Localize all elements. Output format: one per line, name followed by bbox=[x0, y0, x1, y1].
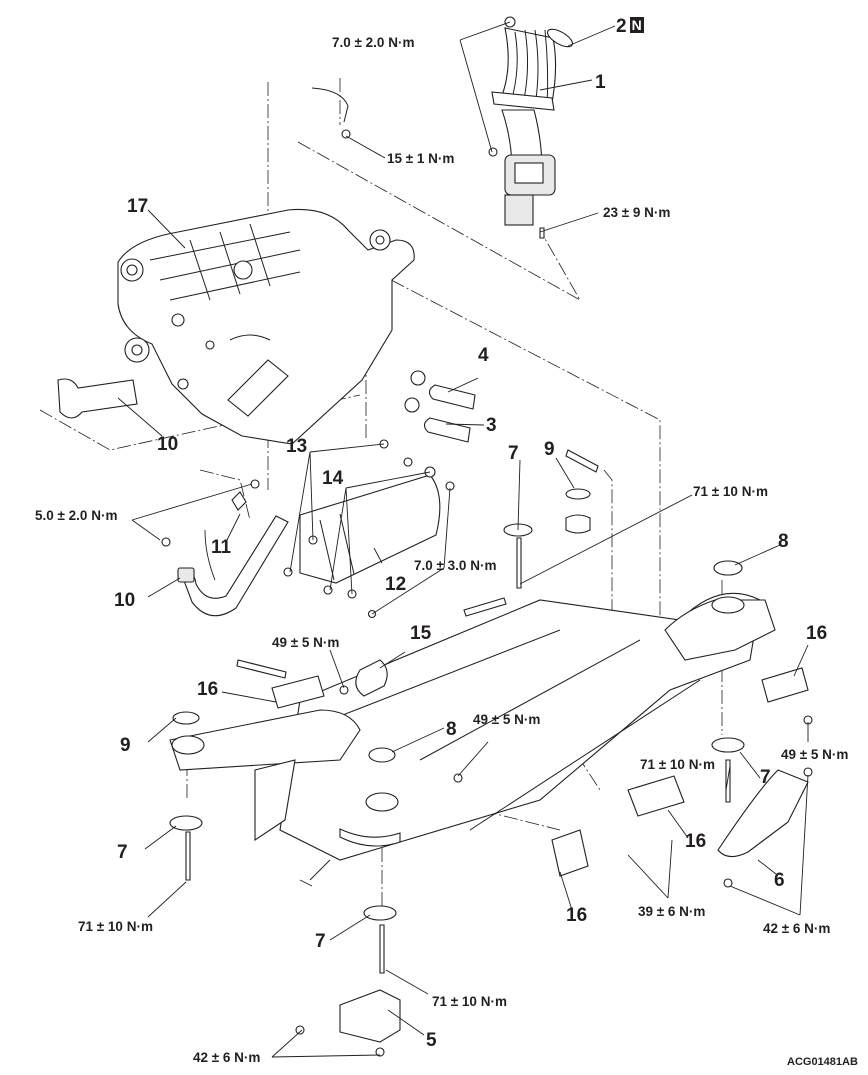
callout-3: 3 bbox=[486, 415, 497, 436]
callout-16: 16 bbox=[685, 831, 707, 852]
callout-11: 11 bbox=[211, 537, 232, 558]
mount-bushings bbox=[169, 449, 745, 974]
callout-10: 10 bbox=[157, 434, 179, 455]
torque-spec: 5.0 ± 2.0 N·m bbox=[35, 508, 118, 523]
part-17-differential bbox=[117, 208, 415, 445]
callout-7: 7 bbox=[760, 767, 771, 788]
parts-3-4-hoses bbox=[404, 370, 476, 443]
callout-1: 1 bbox=[595, 72, 606, 93]
callout-16: 16 bbox=[566, 905, 588, 926]
torque-spec: 49 ± 5 N·m bbox=[781, 747, 849, 762]
part-5-6-brackets bbox=[295, 769, 809, 1057]
callout-12: 12 bbox=[385, 574, 407, 595]
new-part-badge: N bbox=[629, 17, 644, 33]
crossmember-frame bbox=[169, 592, 776, 861]
callout-8: 8 bbox=[778, 531, 789, 552]
figure-code: ACG01481AB bbox=[787, 1056, 858, 1068]
torque-spec: 49 ± 5 N·m bbox=[272, 635, 340, 650]
torque-spec: 42 ± 6 N·m bbox=[763, 921, 831, 936]
torque-spec: 49 ± 5 N·m bbox=[473, 712, 541, 727]
callout-17: 17 bbox=[127, 196, 149, 217]
callout-10: 10 bbox=[114, 590, 136, 611]
callout-16: 16 bbox=[806, 623, 828, 644]
torque-spec: 23 ± 9 N·m bbox=[603, 205, 671, 220]
torque-spec: 42 ± 6 N·m bbox=[193, 1050, 261, 1065]
leader-lines bbox=[117, 21, 809, 1058]
part-15-16-stoppers bbox=[271, 659, 813, 877]
callout-8: 8 bbox=[446, 719, 457, 740]
callout-14: 14 bbox=[322, 468, 344, 489]
callout-5: 5 bbox=[426, 1030, 437, 1051]
callout-13: 13 bbox=[286, 436, 308, 457]
callout-15: 15 bbox=[410, 623, 432, 644]
callout-7: 7 bbox=[315, 931, 326, 952]
torque-spec: 7.0 ± 3.0 N·m bbox=[414, 558, 497, 573]
callout-4: 4 bbox=[478, 345, 489, 366]
torque-spec: 71 ± 10 N·m bbox=[432, 994, 507, 1009]
torque-spec: 71 ± 10 N·m bbox=[78, 919, 153, 934]
callout-16: 16 bbox=[197, 679, 219, 700]
torque-spec: 39 ± 6 N·m bbox=[638, 904, 706, 919]
callout-9: 9 bbox=[120, 735, 131, 756]
torque-spec: 15 ± 1 N·m bbox=[387, 151, 455, 166]
torque-spec: 71 ± 10 N·m bbox=[693, 484, 768, 499]
callout-2-number: 2 bbox=[616, 16, 627, 37]
callout-7: 7 bbox=[508, 443, 519, 464]
part-10-driveshaft bbox=[57, 378, 289, 617]
torque-spec: 7.0 ± 2.0 N·m bbox=[332, 35, 415, 50]
part-1-harness bbox=[311, 16, 574, 239]
torque-spec: 71 ± 10 N·m bbox=[640, 757, 715, 772]
callout-9: 9 bbox=[544, 439, 555, 460]
callout-6: 6 bbox=[774, 870, 785, 891]
callout-7: 7 bbox=[117, 842, 128, 863]
